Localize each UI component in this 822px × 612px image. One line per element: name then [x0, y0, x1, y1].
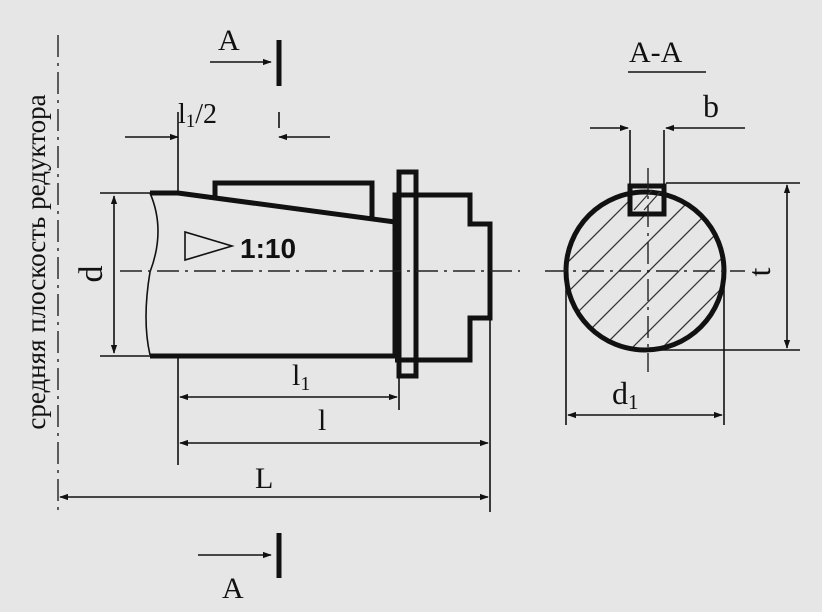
- dimension-L: L: [59, 462, 489, 501]
- svg-text:l1: l1: [292, 359, 310, 395]
- svg-text:l1/2: l1/2: [178, 99, 217, 132]
- taper-symbol-icon: [184, 230, 235, 262]
- svg-text:A: A: [218, 24, 240, 57]
- section-view: А-А b: [545, 36, 800, 425]
- section-marker-top: A: [210, 24, 282, 86]
- dimension-l1-half: l1/2: [125, 99, 330, 193]
- svg-text:b: b: [703, 88, 719, 124]
- dimension-l1: l1: [177, 356, 400, 465]
- dimension-l: l: [179, 318, 491, 512]
- svg-text:t: t: [741, 267, 777, 276]
- svg-text:A: A: [222, 572, 244, 605]
- section-marker-bottom: A: [198, 533, 282, 605]
- shaft-side-view: 1:10: [120, 169, 520, 379]
- svg-text:L: L: [255, 462, 273, 495]
- svg-text:d: d: [73, 266, 110, 283]
- taper-ratio: 1:10: [240, 233, 296, 264]
- dimension-d: d: [73, 192, 150, 357]
- section-hatch: [566, 192, 724, 350]
- midplane-label: средняя плоскость редуктора: [21, 94, 51, 429]
- section-title: А-А: [629, 36, 683, 69]
- svg-text:l: l: [318, 404, 326, 437]
- svg-text:d1: d1: [612, 375, 639, 414]
